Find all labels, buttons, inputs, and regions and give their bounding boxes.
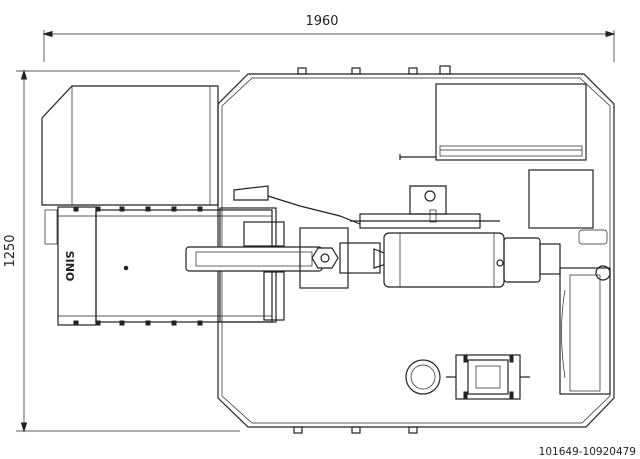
- machine-logo: SINO: [63, 251, 76, 282]
- width-dimension-label: 1960: [305, 14, 338, 29]
- height-dimension: 1250: [3, 69, 240, 433]
- swing-arm: [185, 221, 323, 321]
- height-dimension-label: 1250: [3, 234, 18, 267]
- right-cabinet: [528, 169, 611, 395]
- hydraulic-pump: [405, 354, 530, 400]
- upper-bracket: [233, 185, 447, 225]
- clamp-head: [299, 227, 393, 289]
- top-right-panel: [399, 83, 587, 161]
- motor-fasteners: [73, 206, 203, 326]
- left-housing: [41, 85, 219, 245]
- image-id: 101649-10920479: [539, 446, 636, 458]
- width-dimension: 1960: [42, 14, 616, 62]
- hydraulic-cylinder: [350, 209, 561, 288]
